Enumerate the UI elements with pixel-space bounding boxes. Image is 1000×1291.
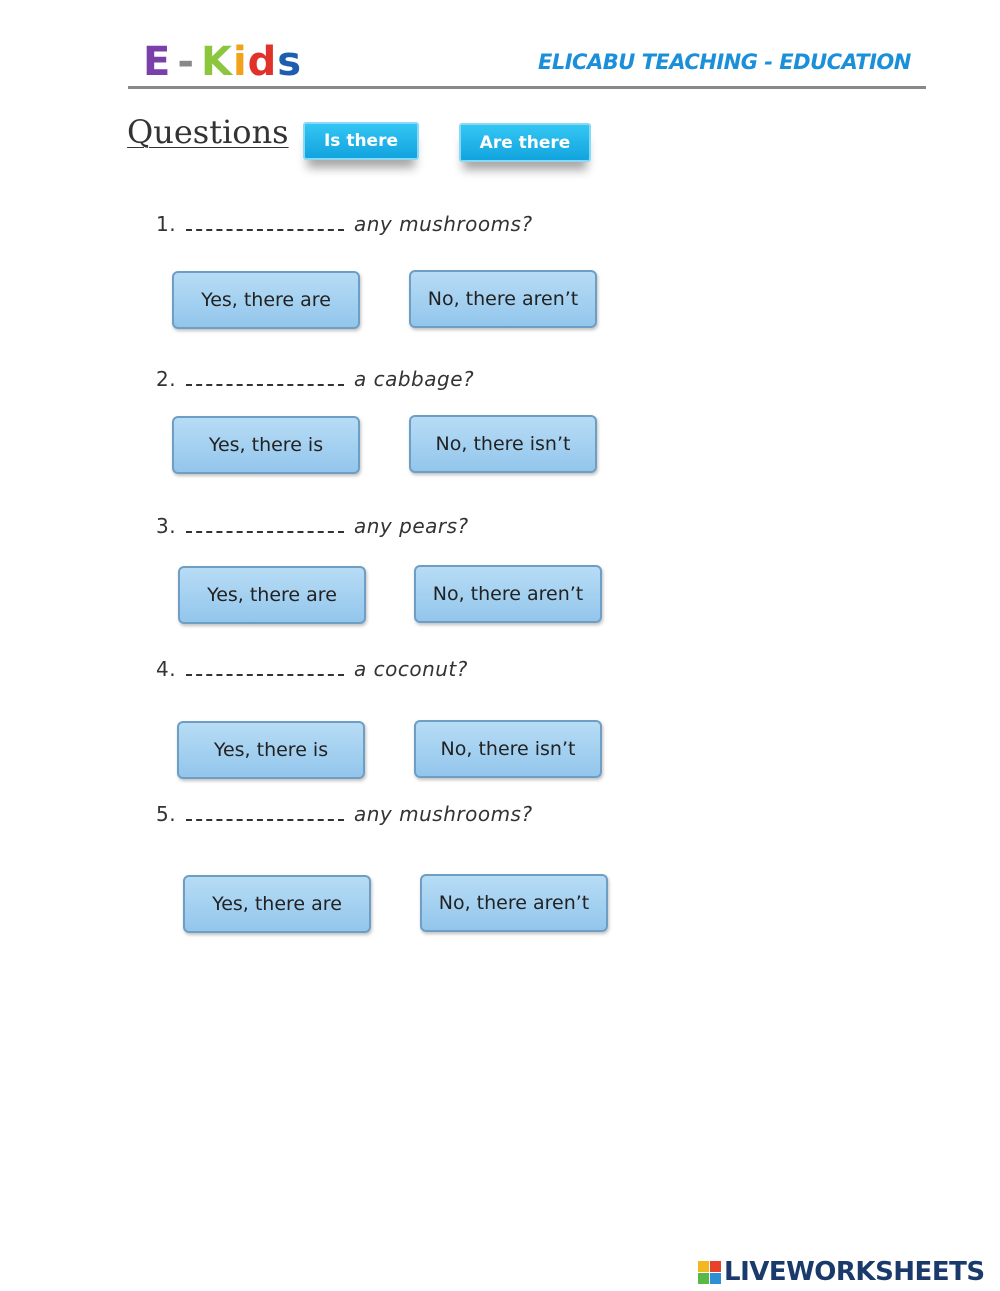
answer-no-button[interactable]: No, there aren’t (420, 874, 608, 932)
question-text: a coconut? (354, 657, 468, 681)
answer-blank[interactable] (186, 368, 344, 386)
question-text: any mushrooms? (354, 802, 533, 826)
liveworksheets-logo-icon (698, 1260, 721, 1284)
logo-letter-e: E (143, 39, 172, 85)
choice-are-there[interactable]: Are there (459, 123, 591, 162)
answer-no-button[interactable]: No, there aren’t (414, 565, 602, 623)
question-number: 5. (156, 802, 177, 826)
answer-yes-button[interactable]: Yes, there are (172, 271, 360, 329)
answer-yes-button[interactable]: Yes, there is (177, 721, 365, 779)
answer-blank[interactable] (186, 658, 344, 676)
answer-blank[interactable] (186, 213, 344, 231)
logo-letter-k: K (200, 39, 233, 85)
question-4: 4. a coconut? (156, 657, 468, 681)
logo-square (698, 1260, 709, 1272)
logo-letter-i: i (232, 39, 248, 85)
brand-title: ELICABU TEACHING - EDUCATION (538, 50, 911, 74)
answer-yes-button[interactable]: Yes, there are (178, 566, 366, 624)
logo-letter-d: d (247, 39, 278, 85)
question-text: a cabbage? (354, 367, 475, 391)
answer-no-button[interactable]: No, there isn’t (414, 720, 602, 778)
question-number: 2. (156, 367, 177, 391)
questions-heading: Questions (127, 113, 289, 151)
answer-no-button[interactable]: No, there aren’t (409, 270, 597, 328)
question-text: any mushrooms? (354, 212, 533, 236)
answer-blank[interactable] (186, 515, 344, 533)
question-number: 4. (156, 657, 177, 681)
answer-yes-button[interactable]: Yes, there is (172, 416, 360, 474)
question-number: 3. (156, 514, 177, 538)
answer-no-button[interactable]: No, there isn’t (409, 415, 597, 473)
header-divider (128, 86, 926, 89)
question-text: any pears? (354, 514, 469, 538)
question-1: 1. any mushrooms? (156, 212, 533, 236)
liveworksheets-brand: LIVEWORKSHEETS (724, 1257, 985, 1287)
e-kids-logo: E-Kids (143, 38, 302, 86)
question-5: 5. any mushrooms? (156, 802, 533, 826)
liveworksheets-footer: LIVEWORKSHEETS (698, 1257, 985, 1287)
question-3: 3. any pears? (156, 514, 469, 538)
logo-square (710, 1272, 721, 1284)
logo-square (698, 1272, 709, 1284)
logo-letter-s: s (277, 39, 303, 85)
question-2: 2. a cabbage? (156, 367, 474, 391)
logo-square (710, 1260, 721, 1272)
answer-yes-button[interactable]: Yes, there are (183, 875, 371, 933)
answer-blank[interactable] (186, 803, 344, 821)
question-number: 1. (156, 212, 177, 236)
logo-dash: - (177, 39, 195, 85)
choice-is-there[interactable]: Is there (303, 122, 419, 160)
